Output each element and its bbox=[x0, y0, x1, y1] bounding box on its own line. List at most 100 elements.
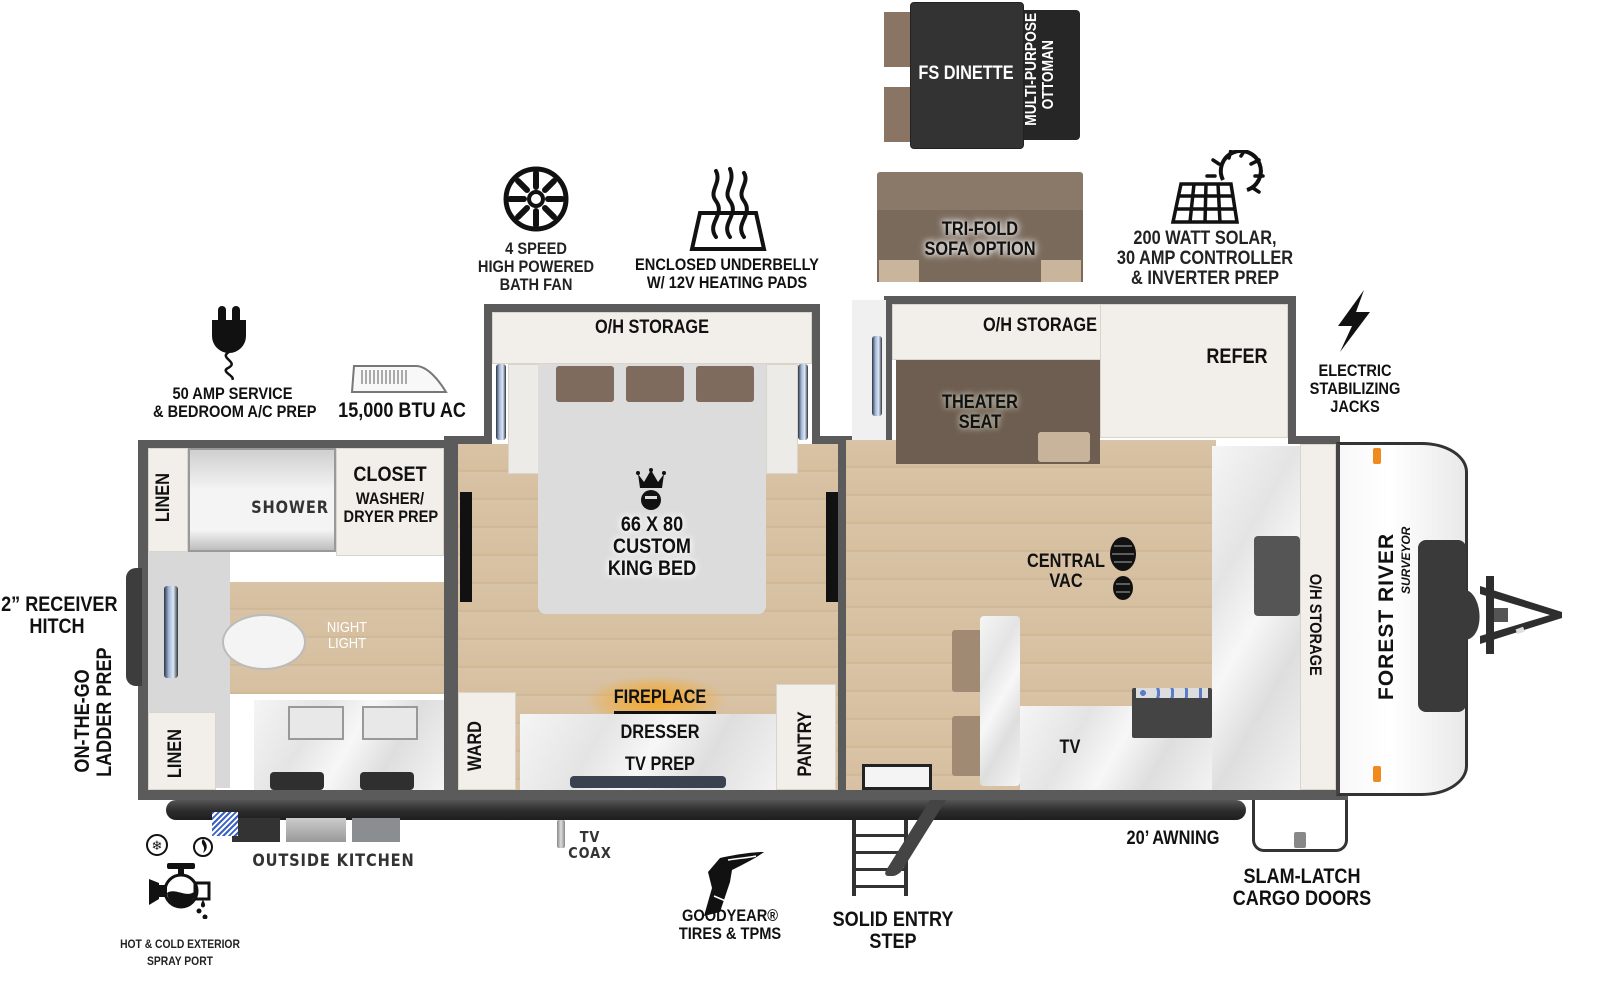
tri-fold-sofa-option: TRI-FOLD SOFA OPTION bbox=[877, 172, 1083, 282]
bedroom-oh-storage bbox=[492, 312, 812, 364]
ward-label: WARD bbox=[465, 721, 486, 771]
dresser-label: DRESSER bbox=[620, 722, 700, 743]
bedroom-living-divider bbox=[838, 440, 846, 790]
bedroom-tv-left bbox=[460, 492, 472, 602]
cargo-line1: SLAM-LATCH bbox=[1243, 865, 1361, 888]
bedroom-slide-wall-right bbox=[812, 304, 820, 442]
toilet bbox=[222, 614, 306, 670]
pillow-3 bbox=[696, 366, 754, 402]
linen-cabinet-top bbox=[148, 448, 188, 552]
fireplace-line bbox=[614, 711, 716, 714]
bath-bottom-wall bbox=[138, 790, 1348, 800]
outside-kitchen-counter bbox=[352, 818, 400, 842]
pantry-label: PANTRY bbox=[795, 711, 816, 777]
winged-foot-icon bbox=[698, 852, 766, 918]
front-cap-wall bbox=[1296, 436, 1340, 444]
sofa-arm-right bbox=[1041, 260, 1081, 282]
central-vac-line1: CENTRAL bbox=[1026, 551, 1106, 572]
boot-print-icon bbox=[1108, 536, 1138, 600]
front-oh-storage-label: O/H STORAGE bbox=[1305, 573, 1325, 676]
entry-door-mat bbox=[862, 764, 932, 790]
linen-top-label: LINEN bbox=[153, 473, 174, 523]
dinette-table bbox=[910, 2, 1024, 149]
model-name: SURVEYOR bbox=[1399, 526, 1413, 594]
ac-unit-icon bbox=[350, 362, 450, 396]
bath-fan-line3: BATH FAN bbox=[499, 274, 573, 294]
sofa-back bbox=[877, 172, 1083, 212]
service-line1: 50 AMP SERVICE bbox=[172, 384, 293, 403]
theater-line1: THEATER bbox=[942, 392, 1018, 413]
hitch-line2: HITCH bbox=[29, 615, 85, 639]
tv-coax-label: TV COAX bbox=[564, 828, 616, 862]
living-slide-wall-right bbox=[1288, 296, 1296, 444]
tv-coax-line2: COAX bbox=[568, 843, 612, 862]
sink-left bbox=[288, 706, 344, 740]
vanity-drawer-left bbox=[270, 772, 324, 790]
bedroom-tv-right bbox=[826, 492, 840, 602]
marker-light-bottom bbox=[1373, 766, 1381, 782]
linen-cabinet-bottom bbox=[148, 712, 216, 790]
sofa-line2: SOFA OPTION bbox=[924, 238, 1036, 260]
cargo-latch bbox=[1294, 832, 1306, 848]
underbelly-line2: W/ 12V HEATING PADS bbox=[646, 272, 808, 292]
dinette-bench-bottom bbox=[884, 87, 914, 142]
entry-step-line1: SOLID ENTRY bbox=[832, 908, 954, 931]
front-cap bbox=[1336, 442, 1468, 796]
night-light-line1: NIGHT bbox=[326, 619, 368, 636]
ottoman-line1: MULTI-PURPOSE bbox=[1023, 12, 1040, 126]
spray-port-label: HOT & COLD EXTERIOR SPRAY PORT bbox=[111, 936, 249, 971]
ladder-line1: ON-THE-GO bbox=[71, 669, 94, 773]
bedroom-step-tv bbox=[570, 776, 726, 788]
kitchen-island bbox=[980, 616, 1020, 786]
bedroom-slide-wall-left bbox=[484, 304, 492, 442]
awning-rail bbox=[166, 800, 1246, 820]
underbelly-label: ENCLOSED UNDERBELLY W/ 12V HEATING PADS bbox=[628, 256, 826, 292]
underbelly-line1: ENCLOSED UNDERBELLY bbox=[635, 255, 819, 274]
fan-icon bbox=[502, 165, 570, 233]
bath-top-wall bbox=[138, 440, 458, 448]
spray-port-line1: HOT & COLD EXTERIOR bbox=[120, 937, 240, 951]
bed-line2: CUSTOM bbox=[613, 535, 691, 559]
fireplace-label: FIREPLACE bbox=[613, 687, 707, 708]
ladder-label: ON-THE-GO LADDER PREP bbox=[71, 647, 116, 776]
outside-kitchen-label: OUTSIDE KITCHEN bbox=[252, 851, 415, 871]
bedroom-top-wall-left bbox=[444, 436, 492, 444]
hitch-line1: 2” RECEIVER bbox=[1, 593, 118, 616]
night-light-line2: LIGHT bbox=[327, 634, 367, 652]
wardrobe bbox=[458, 692, 516, 790]
outside-kitchen-grill bbox=[286, 818, 346, 842]
ottoman-line2: OTTOMAN bbox=[1039, 40, 1057, 110]
king-crown-icon bbox=[636, 468, 666, 510]
marker-light-top bbox=[1373, 448, 1381, 464]
nightstand-right bbox=[766, 364, 798, 474]
solar-line3: & INVERTER PREP bbox=[1130, 267, 1280, 289]
cargo-doors-label: SLAM-LATCH CARGO DOORS bbox=[1231, 865, 1372, 911]
outside-kitchen-fridge bbox=[232, 818, 280, 842]
shower bbox=[188, 448, 336, 552]
living-slide-wall-top bbox=[884, 296, 1296, 304]
closet-label: CLOSET bbox=[353, 463, 427, 486]
theater-seat-label: THEATER SEAT bbox=[928, 393, 1031, 433]
theater-line2: SEAT bbox=[958, 411, 1002, 433]
svg-text:❄: ❄ bbox=[152, 839, 163, 854]
solar-line2: 30 AMP CONTROLLER bbox=[1116, 247, 1294, 269]
tires-label: GOODYEAR® TIRES & TPMS bbox=[670, 907, 790, 943]
dinette-label: FS DINETTE bbox=[918, 63, 1014, 84]
theater-seat-arm bbox=[1038, 432, 1090, 462]
dinette-seat-top bbox=[952, 630, 982, 692]
kitchen-sink bbox=[1254, 536, 1300, 616]
sink-right bbox=[362, 706, 418, 740]
linen-bottom-label: LINEN bbox=[165, 729, 186, 779]
ottoman-label: MULTI-PURPOSE OTTOMAN bbox=[1023, 13, 1058, 126]
bedroom-window-right bbox=[798, 364, 808, 440]
bedroom-top-wall-right bbox=[812, 436, 852, 444]
washer-dryer-label: WASHER/ DRYER PREP bbox=[344, 490, 439, 526]
outside-kitchen-unit bbox=[232, 818, 412, 844]
cargo-line2: CARGO DOORS bbox=[1232, 887, 1372, 911]
pantry bbox=[776, 684, 836, 790]
tv-coax-line1: TV bbox=[579, 828, 601, 846]
bath-fan-line2: HIGH POWERED bbox=[477, 256, 595, 276]
rear-wall bbox=[138, 440, 148, 800]
night-light-label: NIGHT LIGHT bbox=[317, 620, 377, 652]
tv-prep-label: TV PREP bbox=[625, 754, 695, 775]
